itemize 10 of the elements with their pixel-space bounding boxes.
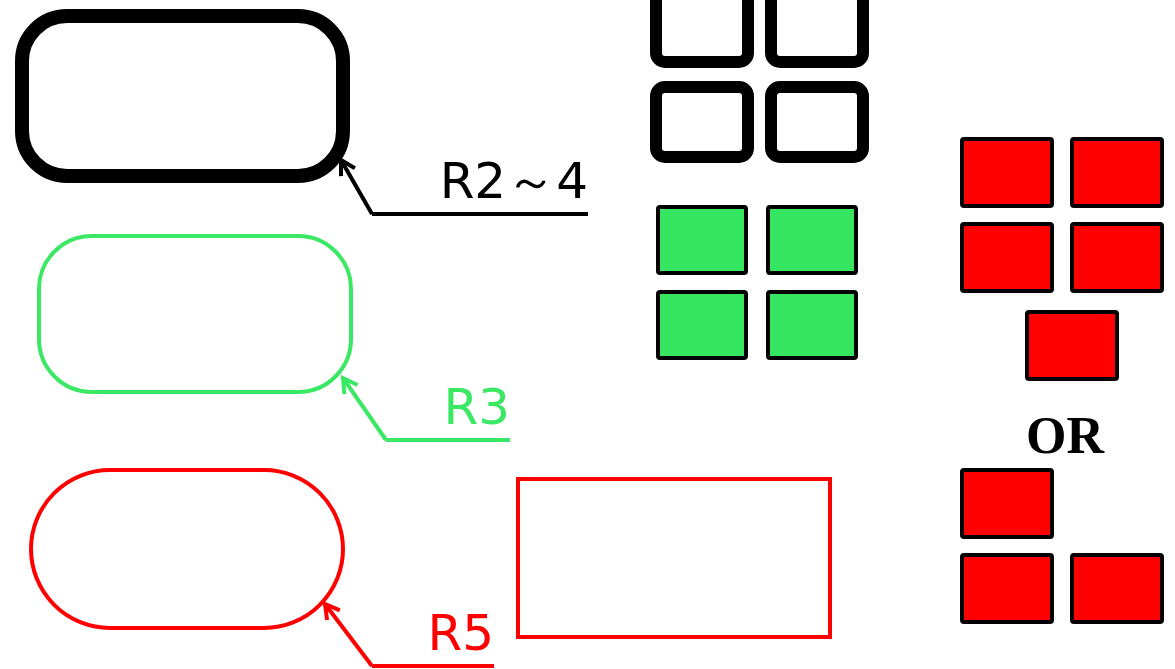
rounded-box bbox=[15, 9, 350, 183]
leader-line bbox=[323, 602, 374, 668]
leader-label: R2～4 bbox=[372, 146, 588, 216]
leader-line bbox=[339, 158, 374, 215]
leader-label: R5 bbox=[372, 594, 494, 668]
rounded-box bbox=[29, 468, 345, 630]
leader-line bbox=[341, 376, 388, 442]
or-label: OR bbox=[1026, 410, 1104, 462]
leader-label: R3 bbox=[386, 360, 510, 442]
rounded-box bbox=[37, 234, 353, 394]
